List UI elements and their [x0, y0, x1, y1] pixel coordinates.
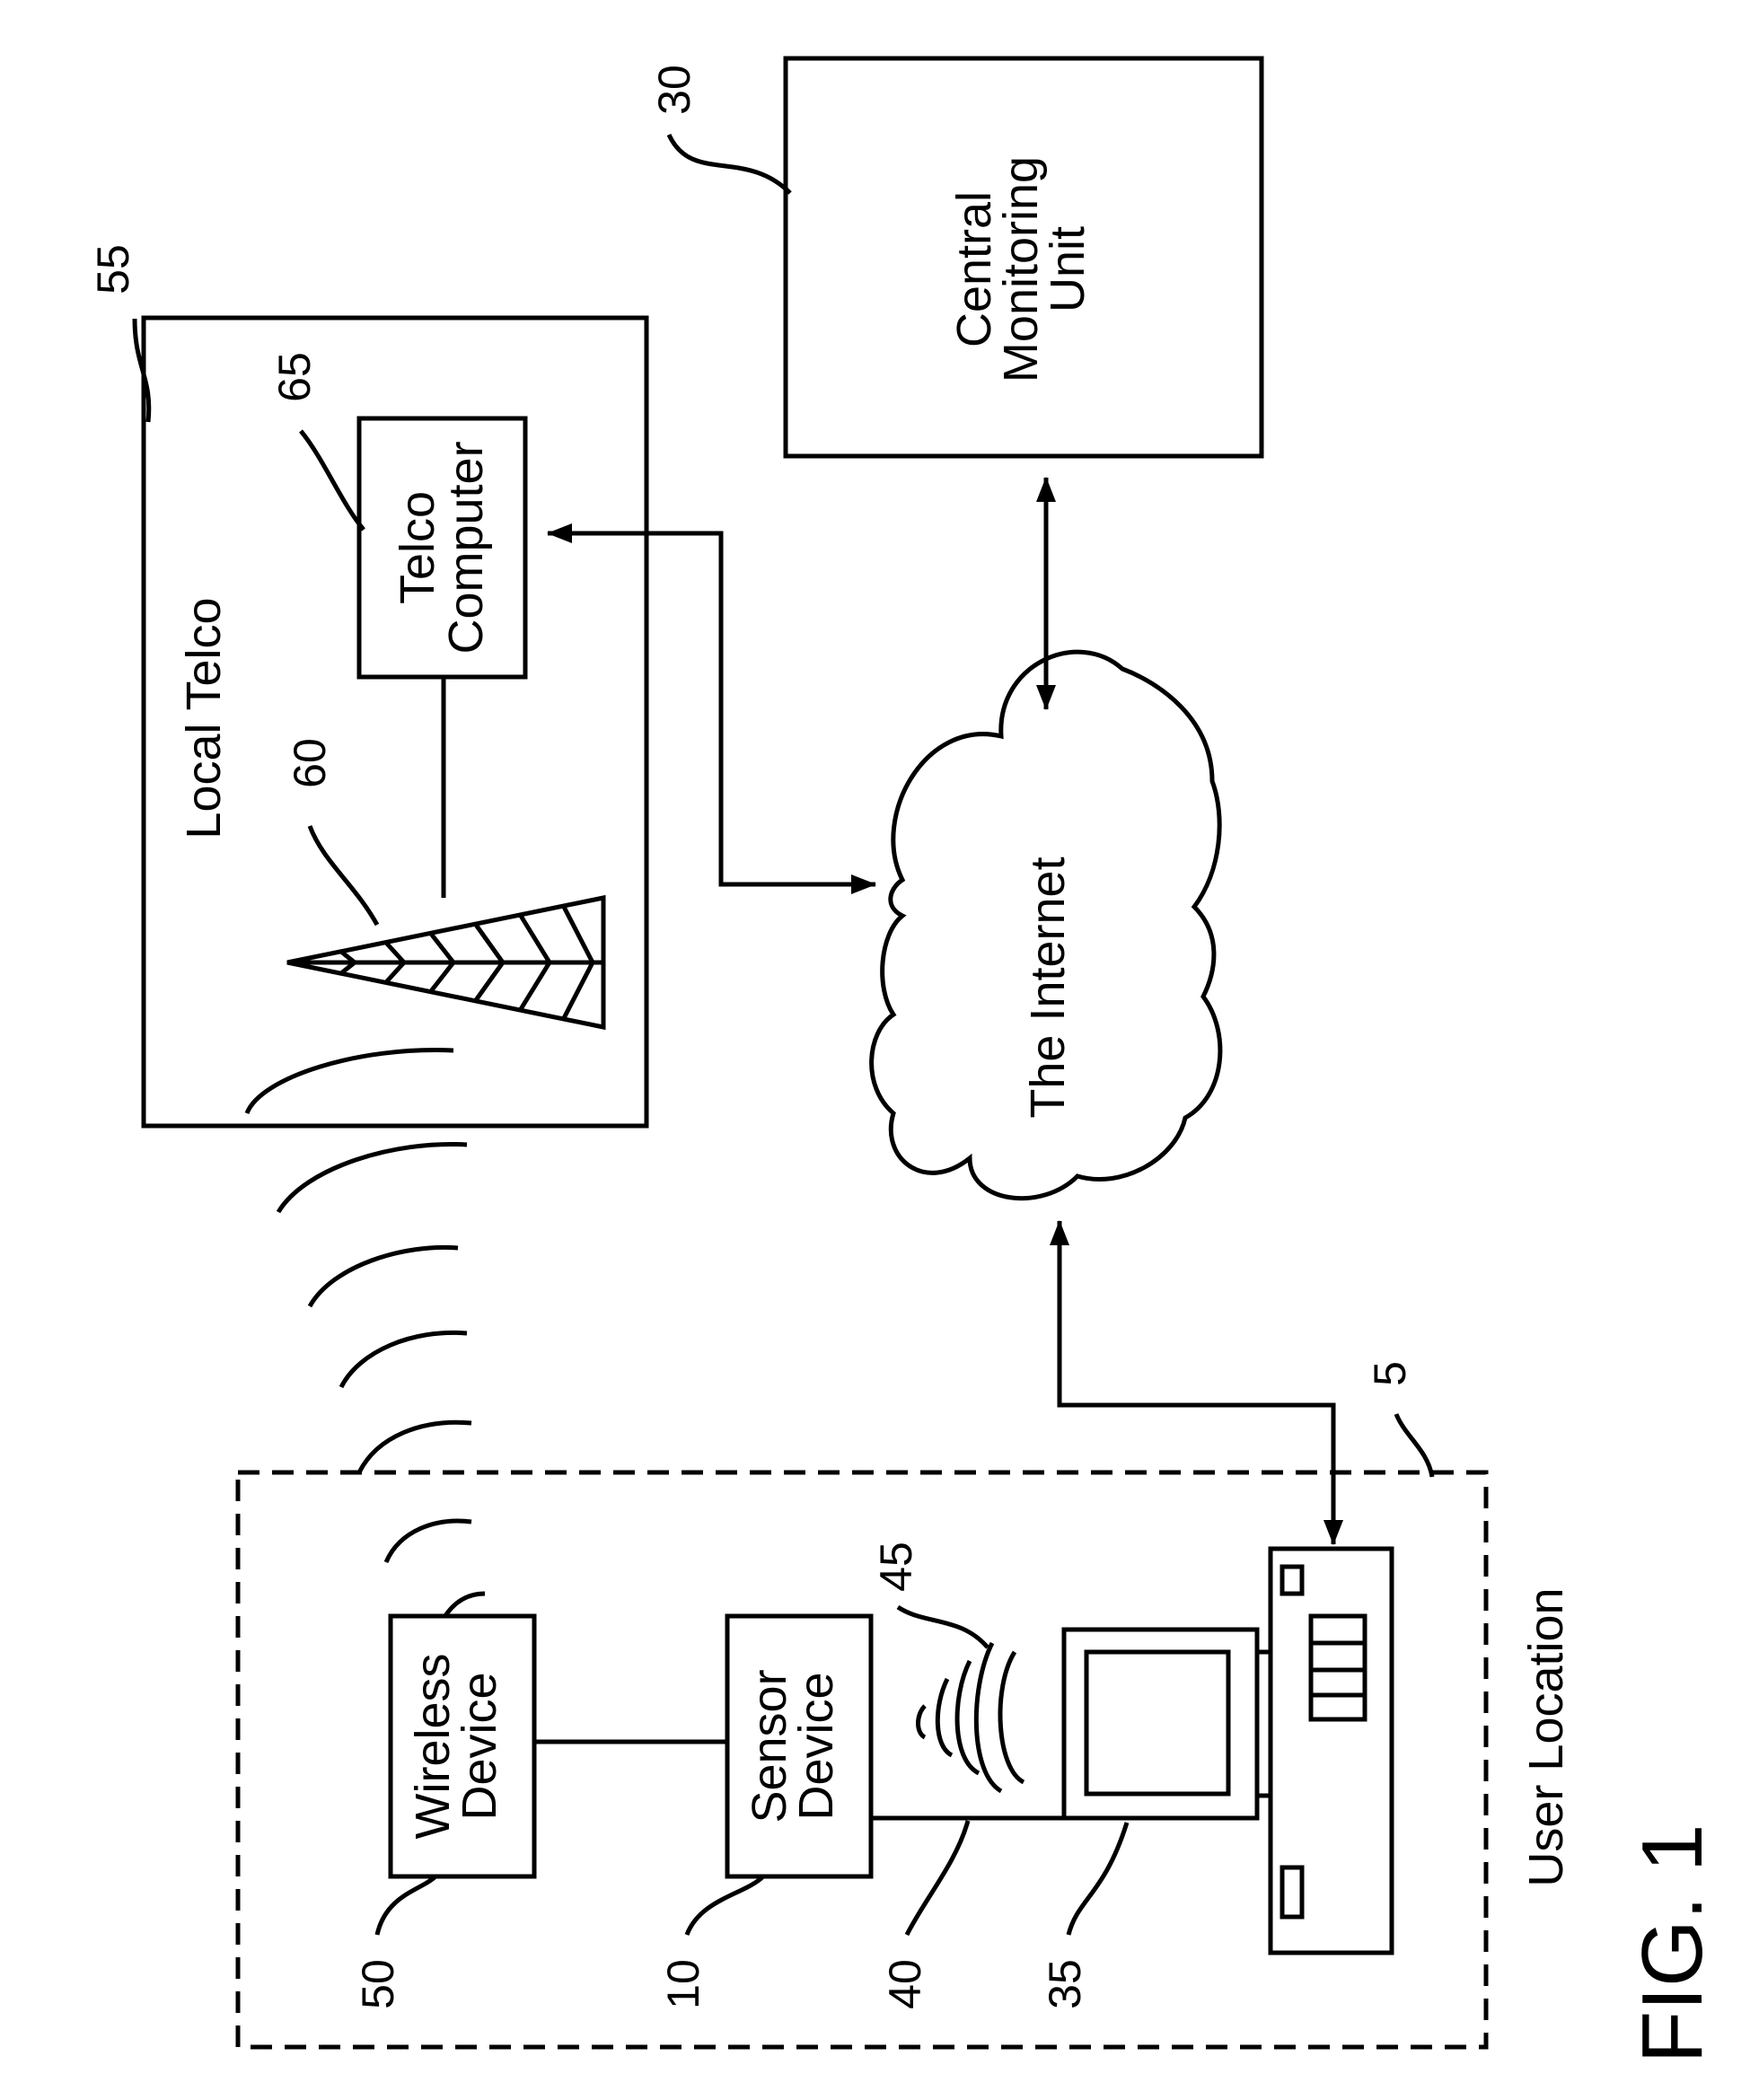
personal-computer-ref: 35 — [1040, 1959, 1090, 2009]
sensor-device-ref: 10 — [658, 1959, 708, 2009]
sensor-device-leader — [687, 1876, 763, 1935]
antenna-tower-ref: 60 — [285, 738, 335, 788]
short-range-signal: 45 — [871, 1542, 1024, 1791]
pc-drive-slot-top — [1282, 1567, 1302, 1594]
internet-pc-link — [1060, 1221, 1333, 1544]
internet-cloud: The Internet — [872, 652, 1220, 1198]
local-telco-box: Local Telco 55 — [88, 244, 646, 1126]
figure-label: FIG. 1 — [1624, 1824, 1720, 2064]
sensor-device-line1: Sensor — [743, 1669, 796, 1823]
wireless-device-ref: 50 — [353, 1959, 403, 2009]
wireless-device-box: Wireless Device 50 — [353, 1616, 534, 2009]
user-location-label: User Location — [1519, 1587, 1573, 1886]
central-monitoring-line1: Central — [947, 191, 1001, 347]
pc-screen — [1086, 1652, 1228, 1794]
personal-computer: 35 — [1040, 1549, 1392, 2009]
user-location-leader — [1396, 1414, 1432, 1477]
sensor-device-box: Sensor Device 10 — [658, 1616, 871, 2009]
user-location-ref: 5 — [1365, 1361, 1415, 1386]
local-telco-label: Local Telco — [177, 597, 231, 839]
telco-computer-ref: 65 — [269, 352, 320, 402]
cable-leader — [907, 1821, 968, 1935]
central-monitoring-line3: Unit — [1041, 226, 1095, 312]
pc-drive-slot-bottom — [1282, 1867, 1302, 1917]
telco-computer-line2: Computer — [439, 441, 493, 654]
short-range-signal-ref: 45 — [871, 1542, 921, 1592]
central-monitoring-line2: Monitoring — [994, 156, 1048, 382]
local-telco-ref: 55 — [88, 244, 138, 294]
sensor-device-line2: Device — [789, 1672, 843, 1820]
short-range-signal-leader — [898, 1607, 988, 1647]
personal-computer-leader — [1068, 1823, 1127, 1935]
wireless-device-line2: Device — [453, 1672, 506, 1820]
central-monitoring-ref: 30 — [649, 65, 699, 115]
wireless-device-line1: Wireless — [406, 1653, 460, 1839]
radio-waves-long-range — [247, 1050, 489, 1665]
central-monitoring-leader — [669, 135, 790, 193]
telco-computer-line1: Telco — [391, 491, 444, 604]
wireless-device-leader — [377, 1876, 435, 1935]
cable-ref: 40 — [880, 1959, 930, 2009]
central-monitoring-unit-box: Central Monitoring Unit 30 — [649, 58, 1262, 456]
internet-label: The Internet — [1021, 857, 1075, 1118]
